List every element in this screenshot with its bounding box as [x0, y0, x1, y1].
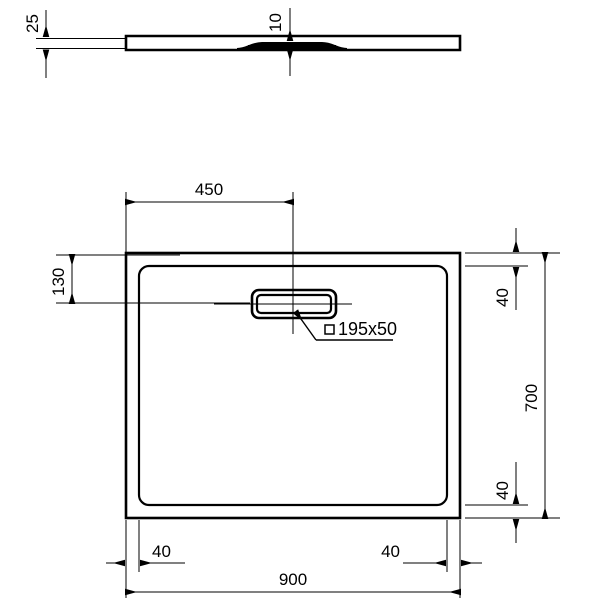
dim-depth-700: 700 — [465, 252, 560, 519]
dim-label-edge-bottom-40: 40 — [493, 481, 512, 500]
dim-label-edge-right-40: 40 — [381, 542, 400, 561]
dim-label-700: 700 — [522, 384, 541, 412]
dim-drain-depth-10: 10 — [266, 8, 294, 76]
dim-edge-bottom-40: 40 — [465, 462, 528, 543]
dim-label-130: 130 — [49, 268, 68, 296]
dim-thickness-25: 25 — [23, 10, 50, 78]
dim-label-450: 450 — [195, 180, 223, 199]
dim-label-thickness: 25 — [23, 14, 42, 33]
leader-line — [292, 309, 317, 341]
callout-label-waste-size: 195x50 — [338, 319, 397, 339]
dim-edge-top-40: 40 — [465, 228, 528, 310]
dim-label-edge-left-40: 40 — [152, 542, 171, 561]
dim-label-edge-top-40: 40 — [493, 288, 512, 307]
dim-edge-left-40: 40 — [106, 520, 185, 572]
callout-waste-size: 195x50 — [292, 309, 397, 341]
square-symbol-icon — [324, 324, 335, 335]
dim-drain-offset-450: 450 — [125, 180, 294, 292]
side-elevation-view: 25 10 — [23, 8, 462, 78]
dim-edge-right-40: 40 — [381, 520, 482, 572]
tray-profile-outline — [124, 34, 462, 52]
dim-label-drain-depth: 10 — [266, 13, 285, 32]
plan-view: 450 130 195x50 700 40 — [49, 180, 560, 598]
dim-drain-offset-130: 130 — [49, 254, 250, 304]
dim-width-900: 900 — [125, 520, 461, 598]
dim-label-900: 900 — [279, 570, 307, 589]
